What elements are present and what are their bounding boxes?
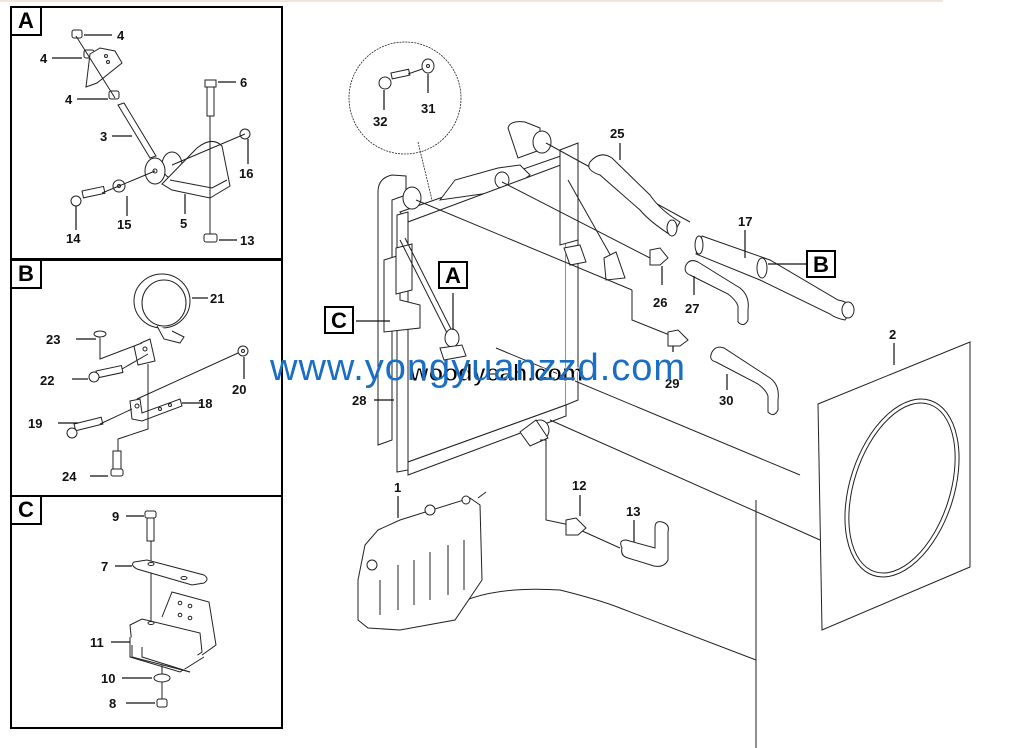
panel-tag-a: A (12, 8, 42, 36)
label-2: 2 (889, 327, 896, 342)
callout-c: C (324, 306, 354, 334)
label-12: 12 (572, 478, 586, 493)
label-25: 25 (610, 126, 624, 141)
label-8: 8 (109, 696, 116, 711)
label-32: 32 (373, 114, 387, 129)
label-15: 15 (117, 217, 131, 232)
label-22: 22 (40, 373, 54, 388)
clamp-b-exploded-drawing: 21 23 22 20 18 19 24 (28, 273, 249, 484)
top-border-strip (0, 0, 943, 2)
label-14: 14 (66, 231, 81, 246)
label-3: 3 (100, 129, 107, 144)
label-1: 1 (394, 480, 401, 495)
label-30: 30 (719, 393, 733, 408)
detail-panel-a: 4 4 4 6 3 16 14 15 5 13 A (10, 6, 283, 260)
label-7: 7 (101, 559, 108, 574)
label-20: 20 (232, 382, 246, 397)
label-31: 31 (421, 101, 435, 116)
label-17: 17 (738, 214, 752, 229)
panel-tag-c: C (12, 497, 42, 525)
watermark-woodyeah: woodyeah.com (409, 360, 584, 388)
label-19: 19 (28, 416, 42, 431)
label-28: 28 (352, 393, 366, 408)
label-26: 26 (653, 295, 667, 310)
callout-b: B (806, 250, 836, 278)
label-4-low: 4 (65, 92, 73, 107)
label-27: 27 (685, 301, 699, 316)
label-13: 13 (240, 233, 254, 248)
detail-panel-b: 21 23 22 20 18 19 24 B (10, 259, 283, 497)
label-9: 9 (112, 509, 119, 524)
label-4-top: 4 (117, 28, 125, 43)
label-13-main: 13 (626, 504, 640, 519)
detail-panel-c: 9 7 11 10 8 C (10, 495, 283, 729)
label-16: 16 (239, 166, 253, 181)
label-11: 11 (90, 635, 104, 650)
label-5: 5 (180, 216, 187, 231)
label-21: 21 (210, 291, 224, 306)
panel-tag-b: B (12, 261, 42, 289)
label-18: 18 (198, 396, 212, 411)
label-23: 23 (46, 332, 60, 347)
label-10: 10 (101, 671, 115, 686)
label-24: 24 (62, 469, 77, 484)
label-4-mid: 4 (40, 51, 48, 66)
label-6: 6 (240, 75, 247, 90)
callout-a: A (438, 261, 468, 289)
mount-a-exploded-drawing: 4 4 4 6 3 16 14 15 5 13 (40, 28, 254, 248)
mount-c-exploded-drawing: 9 7 11 10 8 (90, 509, 217, 711)
watermark-yongyuan: www.yongyuanzzd.com (270, 347, 687, 389)
